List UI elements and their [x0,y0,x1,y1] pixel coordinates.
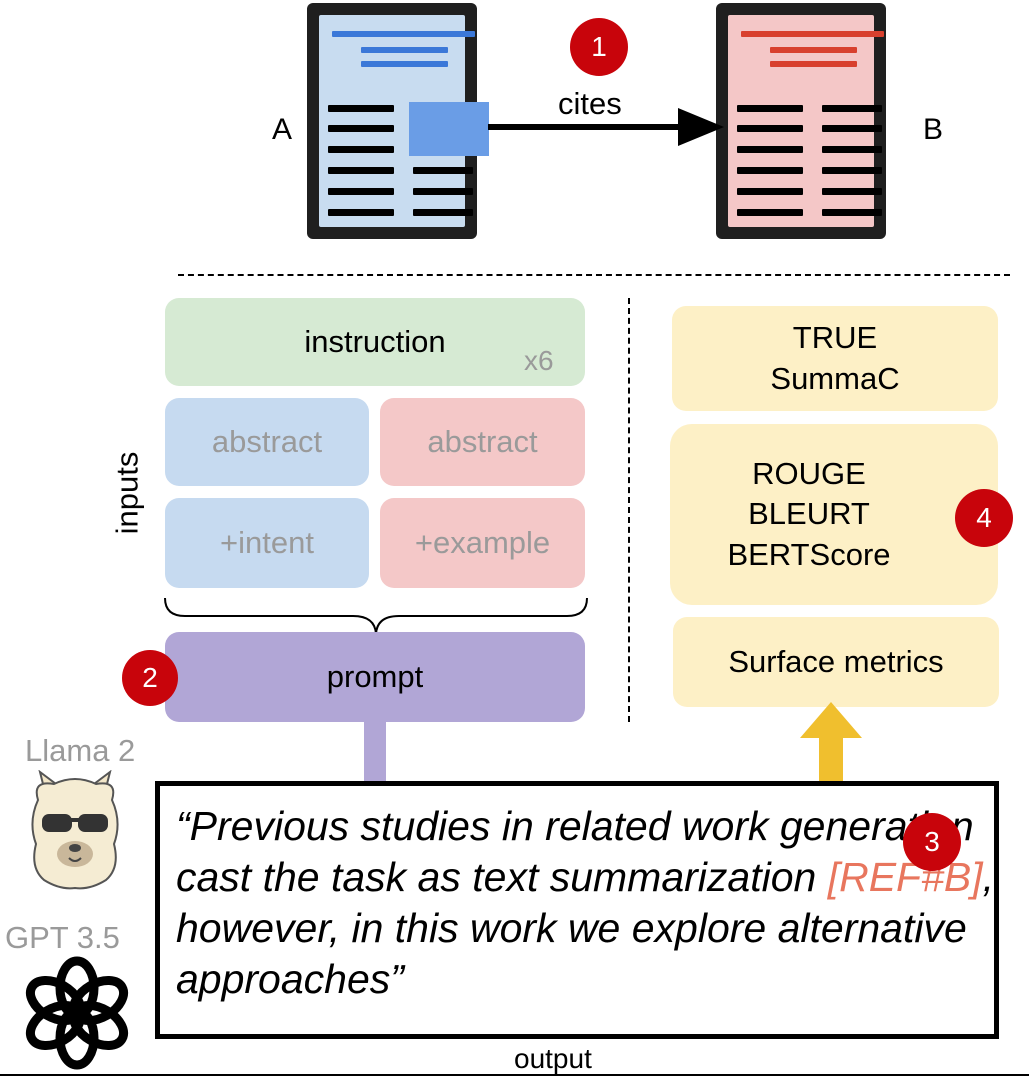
doc-a-text-line [328,105,394,112]
doc-b-title-line [770,47,857,53]
doc-b-title-line [770,61,857,67]
metric-group-surface: Surface metrics [673,617,999,707]
quote-before: “Previous studies in related work genera… [176,803,974,900]
doc-a-text-line [328,188,394,195]
doc-b-title-line [741,31,884,37]
document-a-icon [307,3,489,239]
intent-card: +intent [165,498,369,588]
doc-a-title-line [361,61,448,67]
intent-label: +intent [220,524,314,560]
doc-b-text-line [737,167,803,174]
metric-true: TRUE [792,320,878,356]
step-2-badge: 2 [122,650,178,706]
abstract-a-card: abstract [165,398,369,486]
vertical-divider [628,298,630,722]
doc-a-text-line [328,167,394,174]
example-card: +example [380,498,585,588]
doc-a-text-line [413,209,473,216]
inputs-label: inputs [109,451,145,535]
metric-bertscore: BERTScore [727,536,891,572]
doc-b-text-line [822,188,882,195]
doc-b-text-line [822,146,882,153]
metric-group-rouge-bleurt-bertscore: ROUGE BLEURT BERTScore [670,424,998,605]
doc-b-text-line [737,209,803,216]
output-label: output [514,1043,592,1074]
doc-a-highlight [409,102,489,156]
prompt-label: prompt [326,658,424,694]
metric-surface: Surface metrics [728,643,944,679]
document-b-icon [716,3,886,239]
llama-icon [31,770,119,890]
doc-b-text-line [737,105,803,112]
document-a-page [319,15,489,227]
metric-bleurt: BLEURT [748,496,870,532]
abstract-b-label: abstract [427,423,538,459]
doc-b-text-line [737,188,803,195]
horizontal-divider [178,274,1010,276]
doc-a-text-line [413,188,473,195]
step-1-badge: 1 [570,18,628,76]
bottom-rule [0,1074,1029,1076]
output-box [155,781,999,1039]
doc-b-text-line [822,125,882,132]
gpt-label: GPT 3.5 [5,920,120,955]
prompt-card: prompt [165,632,585,722]
doc-a-text-line [413,167,473,174]
doc-a-title-line [332,31,475,37]
abstract-a-label: abstract [211,423,323,459]
doc-b-text-line [822,105,882,112]
multiplier-label: x6 [524,345,554,376]
metric-rouge: ROUGE [752,456,866,492]
doc-b-text-line [822,209,882,216]
generated-citation-text: “Previous studies in related work genera… [176,801,996,1005]
example-label: +example [414,524,551,560]
doc-b-label: B [923,113,944,146]
document-b-page [728,15,884,227]
doc-b-text-line [737,146,803,153]
doc-a-text-line [328,125,394,132]
abstract-b-card: abstract [380,398,585,486]
quote-after: , however, in this work we explore alter… [176,854,995,1002]
step-3-badge: 3 [903,813,961,871]
doc-a-title-line [361,47,448,53]
cites-arrow-icon [488,108,724,146]
doc-b-text-line [822,167,882,174]
cites-label: cites [558,86,622,121]
llama-label: Llama 2 [25,733,136,768]
metric-summac: SummaC [770,360,900,396]
instruction-card: instruction [165,298,585,386]
doc-b-text-line [737,125,803,132]
doc-a-text-line [328,146,394,153]
reference-token: [REF#B] [827,854,983,900]
instruction-label: instruction [304,323,446,359]
doc-a-label: A [272,113,293,146]
step-4-badge: 4 [955,489,1013,547]
doc-a-text-line [328,209,394,216]
openai-logo-icon [25,956,129,1070]
metric-group-true-summac: TRUE SummaC [672,306,998,411]
